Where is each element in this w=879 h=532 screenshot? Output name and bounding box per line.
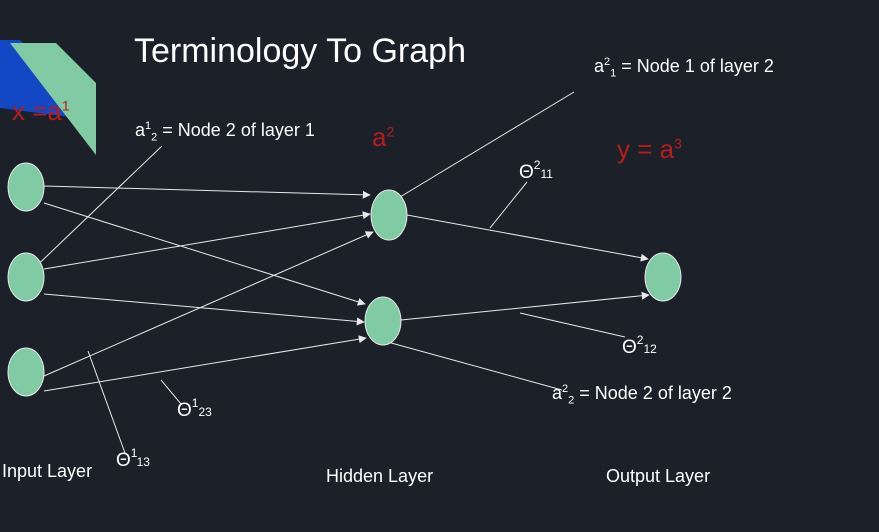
pointer-t2-12 [519,312,626,338]
theta-2-11-label: Θ211 [519,158,553,184]
theta-1-23-sub: 23 [198,405,212,419]
a1-2-annotation: a12 = Node 2 of layer 1 [135,120,315,144]
theta-1-23-sup: 1 [191,396,199,410]
a2-2-sup: 2 [562,383,569,395]
a2-1-sup: 2 [604,56,611,68]
theta-2-11-sub: 11 [540,167,553,181]
corner-green-shape [10,43,96,155]
pointer-a2-1 [399,91,575,198]
hidden-node-1 [370,189,408,241]
a1-2-sup: 1 [145,120,152,132]
theta-1-13-symbol: Θ [116,450,131,471]
edges [43,185,650,392]
pointer-t1-13 [87,350,126,454]
theta-1-13-sub: 13 [136,455,150,469]
a2-2-sub: 2 [568,394,575,407]
y-equals-a3-text: y = a [617,134,675,164]
theta-2-12-label: Θ212 [622,333,657,359]
pointer-t2-11 [489,181,528,229]
a2-label: a2 [372,122,394,153]
a2-1-text: = Node 1 of layer 2 [616,56,774,76]
y-equals-a3-label: y = a3 [617,134,682,165]
edge-i1-h1 [43,185,371,199]
theta-1-23-label: Θ123 [177,396,212,422]
output-layer-label: Output Layer [606,466,711,486]
page-title: Terminology To Graph [134,32,466,70]
a2-1-annotation: a21 = Node 1 of layer 2 [594,56,774,80]
a2-1-base: a [594,56,605,76]
theta-2-12-sub: 12 [643,342,657,356]
input-node-1 [7,162,45,212]
a1-2-base: a [135,120,146,140]
hidden-node-2 [364,296,402,346]
hidden-layer-label: Hidden Layer [326,466,434,486]
theta-2-11-symbol: Θ [519,162,534,183]
edge-h2-o [400,291,650,321]
nodes [7,162,682,397]
input-layer-label: Input Layer [2,461,93,481]
theta-2-11-sup: 2 [533,158,541,172]
theta-2-12-sup: 2 [636,333,644,347]
edge-i1-h2 [43,202,366,306]
input-node-3 [7,347,45,397]
a1-2-text: = Node 2 of layer 1 [157,120,315,140]
x-equals-a1-label: x =a1 [12,96,70,127]
theta-1-23-symbol: Θ [177,400,192,421]
edge-i3-h1 [43,231,374,377]
theta-1-13-label: Θ113 [116,446,150,472]
a2-1-sub: 1 [610,67,617,80]
a2-2-base: a [552,383,563,403]
pointer-a2-2 [383,340,563,391]
pointer-t1-23 [160,379,182,405]
output-node [644,252,682,302]
a2-base: a [372,122,387,152]
input-node-2 [7,252,45,302]
x-equals-a1-text: x =a [12,96,62,126]
edge-i2-h2 [43,293,365,326]
edge-h1-o [406,214,649,262]
a2-2-annotation: a22 = Node 2 of layer 2 [552,383,732,407]
edge-i2-h1 [43,211,371,270]
a2-sup: 2 [386,123,395,140]
edge-i3-h2 [43,335,367,392]
theta-1-13-sup: 1 [130,446,137,460]
x-equals-a1-sup: 1 [61,97,70,114]
a1-2-sub: 2 [151,131,158,144]
theta-2-12-symbol: Θ [622,337,637,358]
a2-2-text: = Node 2 of layer 2 [574,383,732,403]
y-equals-a3-sup: 3 [674,135,682,152]
pointer-lines [25,91,626,454]
pointer-a1-2 [25,145,163,277]
